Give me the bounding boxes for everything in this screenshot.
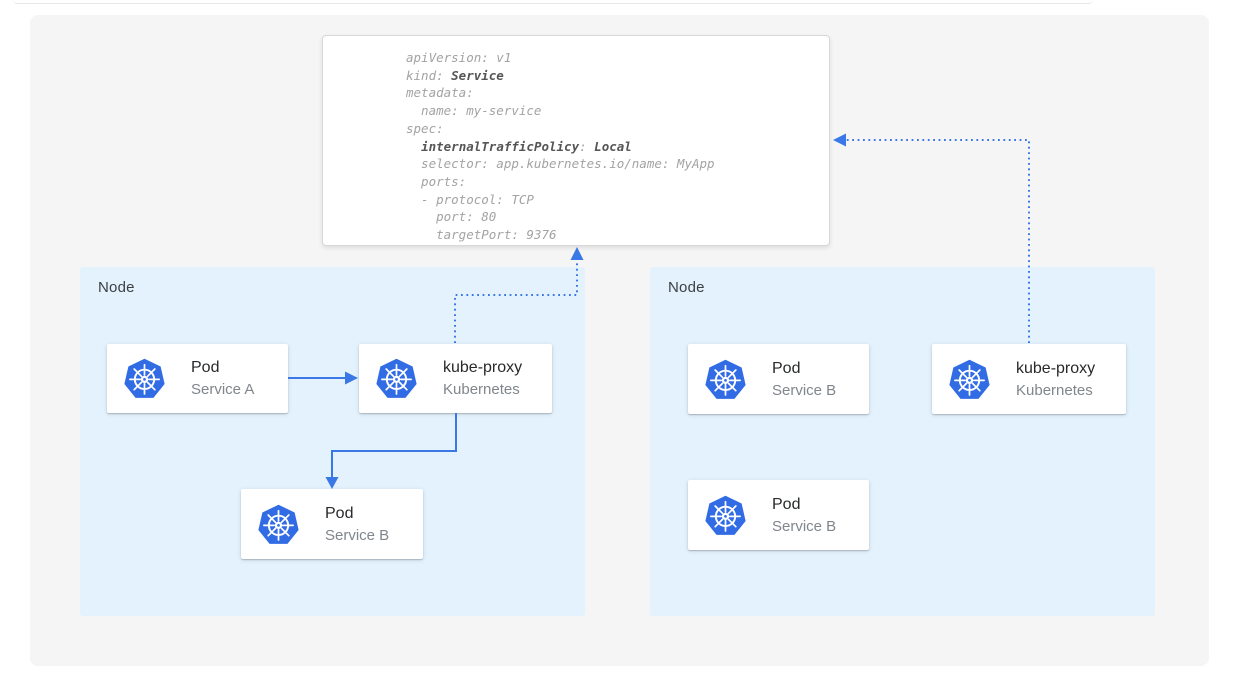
node-right-label: Node bbox=[668, 279, 705, 296]
card-pod-service-b-left: Pod Service B bbox=[241, 489, 423, 559]
yaml-code-line: ports: bbox=[406, 173, 467, 189]
kubernetes-icon bbox=[704, 494, 747, 537]
yaml-code-line: port: 80 bbox=[406, 209, 497, 225]
yaml-code-box: apiVersion: v1 kind: Service metadata: nam… bbox=[322, 35, 830, 246]
yaml-code-line: selector: app.kubernetes.io/name: MyApp bbox=[406, 156, 715, 172]
yaml-code-line: targetPort: 9376 bbox=[406, 227, 557, 243]
card-subtitle: Service B bbox=[772, 517, 837, 535]
card-kube-proxy-left: kube-proxy Kubernetes bbox=[359, 344, 552, 413]
card-subtitle: Service A bbox=[191, 381, 255, 398]
card-pod-service-a: Pod Service A bbox=[107, 344, 288, 413]
card-title: Pod bbox=[191, 359, 220, 376]
card-subtitle: Kubernetes bbox=[443, 381, 520, 398]
card-title: kube-proxy bbox=[1016, 359, 1096, 377]
card-subtitle: Service B bbox=[772, 381, 837, 399]
kubernetes-icon bbox=[257, 503, 300, 546]
card-pod-service-b-right-bottom: Pod Service B bbox=[688, 480, 869, 550]
card-title: kube-proxy bbox=[443, 359, 523, 376]
card-title: Pod bbox=[772, 495, 801, 513]
yaml-code-line: kind: Service bbox=[406, 67, 504, 83]
top-divider bbox=[13, 0, 1093, 4]
yaml-code-line: spec: bbox=[406, 120, 444, 136]
card-title: Pod bbox=[325, 504, 354, 522]
yaml-code-line: metadata: bbox=[406, 85, 474, 101]
yaml-code-line: apiVersion: v1 bbox=[406, 50, 512, 65]
kubernetes-icon bbox=[704, 358, 747, 401]
card-pod-service-b-right-top: Pod Service B bbox=[688, 344, 869, 414]
yaml-code-line: name: my-service bbox=[406, 103, 542, 119]
card-kube-proxy-right: kube-proxy Kubernetes bbox=[932, 344, 1126, 414]
node-right: Node bbox=[650, 267, 1155, 616]
node-left: Node bbox=[80, 267, 585, 616]
kubernetes-icon bbox=[948, 358, 991, 401]
card-title: Pod bbox=[772, 359, 801, 377]
kubernetes-icon bbox=[375, 357, 418, 400]
node-left-label: Node bbox=[98, 279, 135, 296]
kubernetes-icon bbox=[123, 357, 166, 400]
yaml-code-line: - protocol: TCP bbox=[406, 191, 534, 207]
card-subtitle: Service B bbox=[325, 526, 390, 544]
yaml-code-line: internalTrafficPolicy: Local bbox=[421, 138, 632, 154]
card-subtitle: Kubernetes bbox=[1016, 381, 1093, 399]
